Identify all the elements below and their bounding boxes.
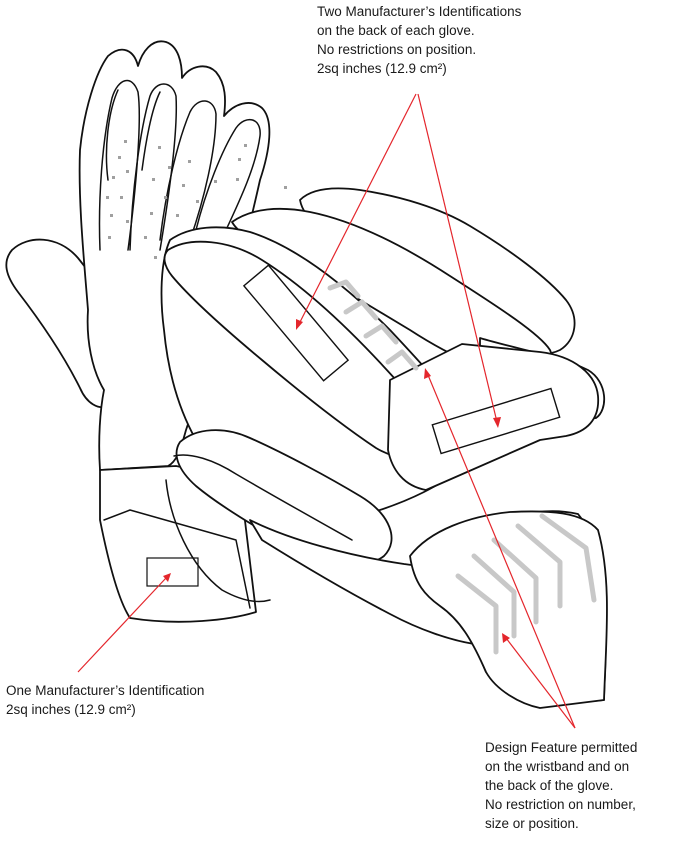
annotation-line: Design Feature permitted (485, 738, 637, 757)
annotation-bottom: Design Feature permitted on the wristban… (485, 738, 637, 833)
annotation-line: the back of the glove. (485, 776, 637, 795)
annotation-line: on the back of each glove. (317, 21, 521, 40)
annotation-line: No restrictions on position. (317, 40, 521, 59)
annotation-line: on the wristband and on (485, 757, 637, 776)
annotation-left: One Manufacturer’s Identification 2sq in… (6, 681, 204, 719)
annotation-line: size or position. (485, 814, 637, 833)
annotation-line: One Manufacturer’s Identification (6, 681, 204, 700)
back-glove (162, 188, 607, 708)
annotation-line: No restriction on number, (485, 795, 637, 814)
annotation-line: Two Manufacturer’s Identifications (317, 2, 521, 21)
annotation-line: 2sq inches (12.9 cm²) (6, 700, 204, 719)
annotation-top: Two Manufacturer’s Identifications on th… (317, 2, 521, 78)
palm-glove-id-box (147, 558, 198, 586)
annotation-line: 2sq inches (12.9 cm²) (317, 59, 521, 78)
